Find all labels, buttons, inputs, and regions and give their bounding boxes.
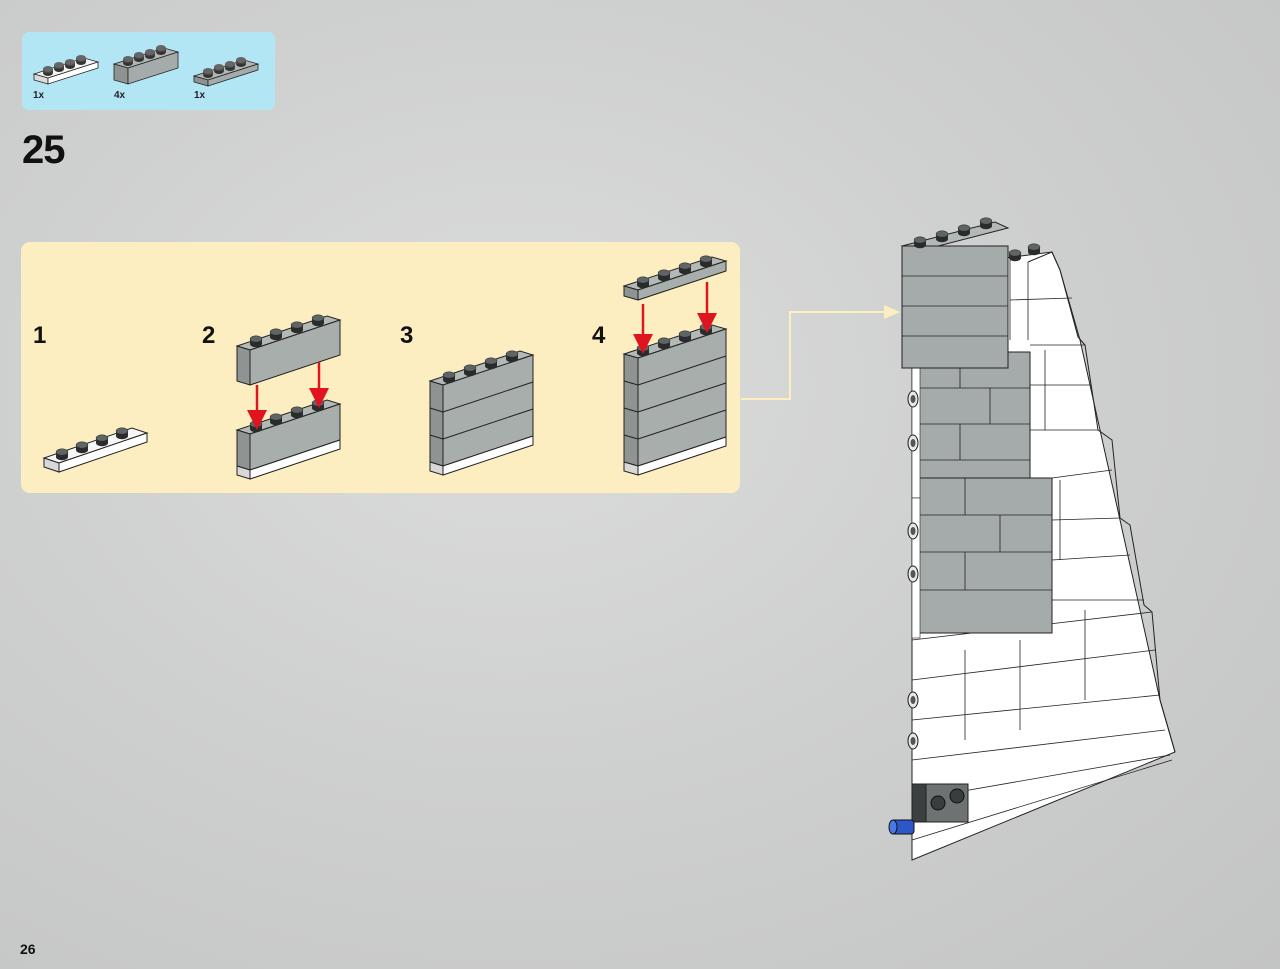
- substep-4-assembly: [622, 255, 728, 476]
- part-qty: 1x: [194, 90, 206, 101]
- substep-number: 2: [202, 322, 216, 349]
- white-plate-1x4-icon: [32, 55, 100, 85]
- substep-number: 1: [33, 322, 47, 349]
- substep-number: 4: [592, 322, 606, 349]
- part-qty: 1x: [33, 90, 45, 101]
- callout-line: [741, 311, 888, 400]
- gray-brick-1x4-icon: [112, 45, 180, 85]
- substep-2-assembly: [235, 314, 342, 480]
- substep-box: 1 2 3 4: [21, 242, 740, 493]
- substep-1-white-plate: [42, 427, 149, 473]
- parts-needed-box: 1x 4x 1x: [22, 32, 275, 110]
- substep-3-assembly: [428, 350, 535, 476]
- step-number: 25: [22, 128, 65, 172]
- gray-plate-1x4-icon: [192, 57, 260, 87]
- callout-arrowhead: [884, 305, 900, 319]
- page-number: 26: [20, 941, 36, 957]
- main-model: [888, 217, 1176, 861]
- part-qty: 4x: [114, 90, 126, 101]
- substep-number: 3: [400, 322, 414, 349]
